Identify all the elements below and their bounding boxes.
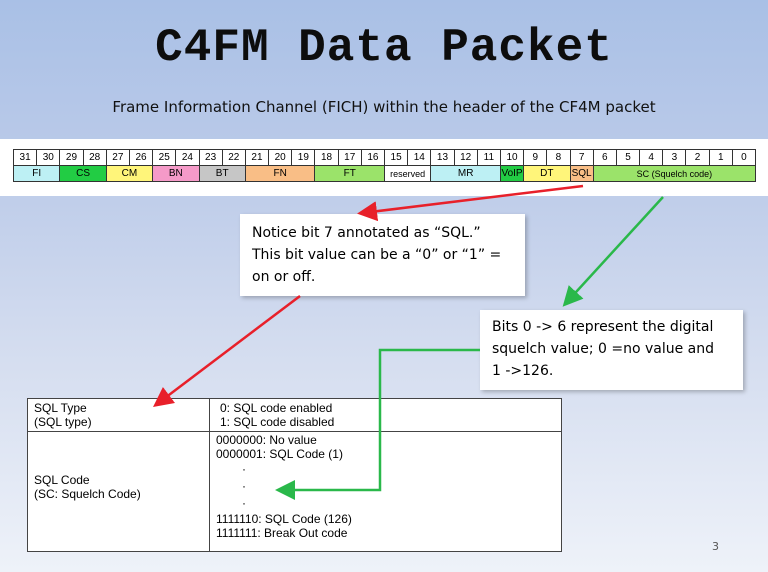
- field-cell-bn: BN: [152, 165, 200, 182]
- field-cell-sql: SQL: [569, 165, 594, 182]
- bit-number-cell: 2: [685, 149, 710, 166]
- sql-bit-note: Notice bit 7 annotated as “SQL.” This bi…: [240, 214, 525, 296]
- slide-subtitle: Frame Information Channel (FICH) within …: [112, 98, 656, 116]
- note-line: squelch value; 0 =no value and: [492, 341, 714, 357]
- bit-number-cell: 9: [523, 149, 548, 166]
- field-cell-mr: MR: [430, 165, 501, 182]
- note-line: 1 ->126.: [492, 363, 554, 379]
- bit-number-cell: 28: [82, 149, 107, 166]
- sql-definition-table: SQL Type (SQL type) 0: SQL code enabled …: [27, 398, 562, 552]
- bit-number-cell: 16: [360, 149, 386, 166]
- bit-number-cell: 11: [476, 149, 501, 166]
- bit-number-cell: 30: [36, 149, 61, 166]
- note-line: This bit value can be a “0” or “1” =: [252, 247, 502, 263]
- field-cell-fn: FN: [244, 165, 316, 182]
- squelch-bits-note: Bits 0 -> 6 represent the digital squelc…: [480, 310, 743, 390]
- bit-number-cell: 3: [662, 149, 687, 166]
- sql-code-label: SQL Code (SC: Squelch Code): [34, 473, 141, 501]
- note-line: Notice bit 7 annotated as “SQL.”: [252, 225, 481, 241]
- bit-number-cell: 22: [221, 149, 246, 166]
- page-number: 3: [712, 540, 719, 553]
- field-cell-ft: FT: [314, 165, 385, 182]
- bit-number-cell: 12: [453, 149, 478, 166]
- value-line: 1: SQL code disabled: [220, 415, 335, 429]
- field-cell-dt: DT: [523, 165, 571, 182]
- red-arrow-to-table: [153, 295, 301, 408]
- value-line: 1111110: SQL Code (126): [216, 512, 352, 526]
- bit-number-cell: 25: [152, 149, 177, 166]
- value-line: 0000001: SQL Code (1): [216, 447, 343, 461]
- bit-number-cell: 5: [615, 149, 641, 166]
- bit-number-cell: 7: [569, 149, 594, 166]
- value-line: 1111111: Break Out code: [216, 526, 348, 540]
- field-cell-cs: CS: [59, 165, 107, 182]
- bit-number-cell: 13: [430, 149, 455, 166]
- field-cell-cm: CM: [105, 165, 154, 182]
- value-line: 0000000: No value: [216, 433, 317, 447]
- ellipsis-dot: ·: [242, 462, 246, 476]
- field-cell-reserved: reserved: [383, 165, 432, 182]
- note-line: Bits 0 -> 6 represent the digital: [492, 319, 714, 335]
- green-arrow-to-table: [275, 348, 480, 500]
- ellipsis-dot: ·: [242, 496, 246, 510]
- label-line: (SQL type): [34, 415, 92, 429]
- note-line: on or off.: [252, 269, 316, 285]
- value-line: 0: SQL code enabled: [220, 401, 333, 415]
- bit-number-cell: 17: [337, 149, 362, 166]
- column-divider: [209, 399, 210, 551]
- green-arrow-to-note: [562, 196, 664, 307]
- slide-title: C4FM Data Packet: [155, 22, 613, 74]
- field-cell-fi: FI: [12, 165, 61, 182]
- bit-number-cell: 23: [198, 149, 223, 166]
- red-arrow-to-note: [357, 184, 584, 222]
- sql-type-row: [28, 399, 561, 432]
- label-line: SQL Type: [34, 401, 87, 415]
- bit-number-cell: 18: [314, 149, 339, 166]
- bit-number-cell: 26: [128, 149, 154, 166]
- sql-type-label: SQL Type (SQL type): [34, 401, 92, 429]
- ellipsis-dot: ·: [242, 479, 246, 493]
- bit-number-cell: 15: [383, 149, 409, 166]
- sql-type-values: 0: SQL code enabled 1: SQL code disabled: [220, 401, 334, 429]
- label-line: (SC: Squelch Code): [34, 487, 141, 501]
- bit-number-cell: 8: [546, 149, 571, 166]
- field-cell-bt: BT: [198, 165, 246, 182]
- bit-number-cell: 6: [592, 149, 617, 166]
- label-line: SQL Code: [34, 473, 90, 487]
- field-cell-sc-squelch-code: SC (Squelch code): [592, 165, 757, 182]
- sql-code-values: 0000000: No value 0000001: SQL Code (1) …: [216, 433, 352, 540]
